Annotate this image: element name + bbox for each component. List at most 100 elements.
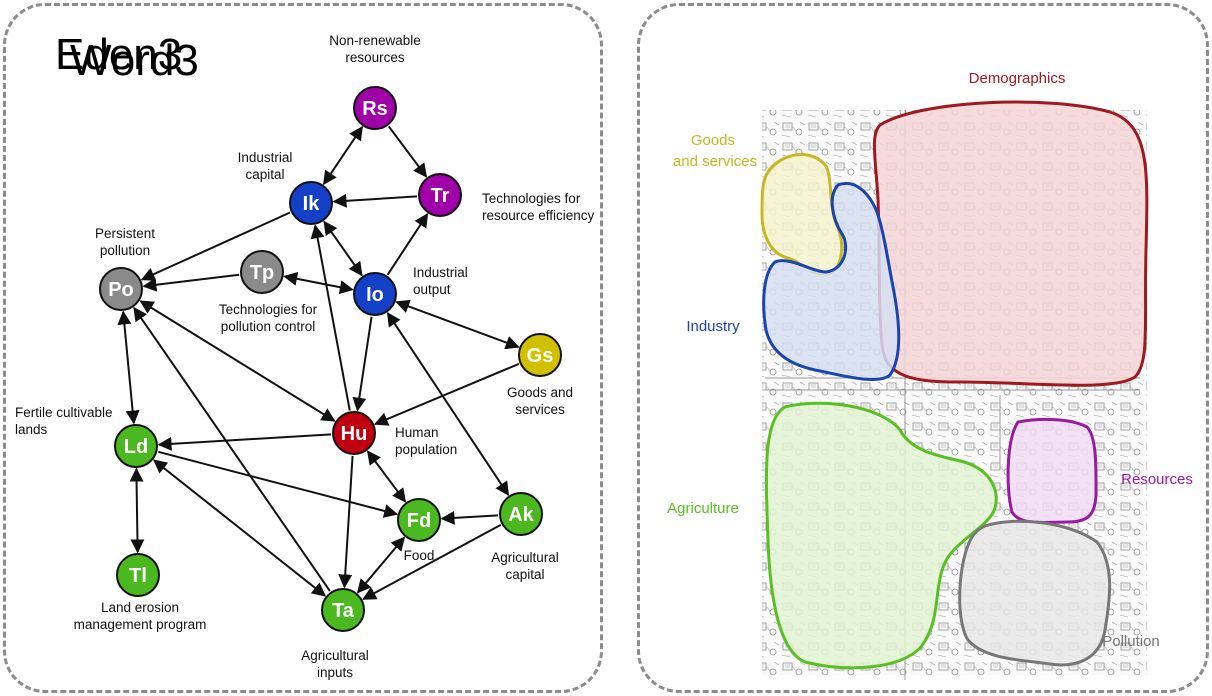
pollution-cluster [958, 519, 1112, 667]
pollution-label: Pollution [1102, 633, 1160, 650]
resources-label: Resources [1121, 471, 1193, 488]
node-tp: Tp [240, 250, 284, 294]
node-rs: Rs [353, 86, 397, 130]
node-circle-gs [518, 333, 562, 377]
edge-ld-ta [152, 459, 327, 597]
node-label-ta: Agricultural inputs [301, 648, 369, 680]
edge-ta-po [133, 306, 331, 592]
node-label-line-io-2: output [413, 282, 451, 297]
node-label-line-tl-1: Land erosion [101, 600, 179, 615]
node-tr: Tr [418, 173, 462, 217]
goods-label-line2: and services [673, 153, 757, 170]
node-code-ik: Ik [303, 193, 321, 215]
node-ta: Ta [321, 588, 365, 632]
node-fd: Fd [397, 498, 441, 542]
edge-hu-po [139, 300, 336, 422]
node-label-line-rs-2: resources [345, 50, 405, 65]
edge-po-ld [117, 310, 140, 425]
edge-hu-ld [157, 433, 332, 451]
node-hu: Hu [332, 411, 376, 455]
edge-tr-ik [332, 193, 418, 208]
node-label-line-tr-1: Technologies for [482, 191, 581, 206]
resources-cluster [1006, 417, 1098, 525]
node-circle-po [99, 267, 143, 311]
node-code-gs: Gs [527, 345, 554, 367]
edge-ld-tl [129, 467, 145, 554]
node-label-line-hu-2: population [395, 442, 457, 457]
node-code-ld: Ld [124, 436, 148, 458]
node-label-ld: Fertile cultivable lands [15, 405, 113, 437]
node-circle-ld [114, 424, 158, 468]
node-label-line-tp-1: Technologies for [219, 302, 318, 317]
node-label-line-tr-2: resource efficiency [482, 208, 595, 223]
industry-cluster [762, 181, 901, 382]
node-code-fd: Fd [407, 510, 431, 532]
node-label-line-rs-1: Non-renewable [329, 33, 421, 48]
node-circle-ta [321, 588, 365, 632]
node-circle-fd [397, 498, 441, 542]
node-label-line-ld-1: Fertile cultivable [15, 405, 113, 420]
node-label-hu: Human population [395, 425, 457, 457]
node-circle-tl [116, 553, 160, 597]
edge-ld-fd [157, 450, 399, 518]
node-label-line-ak-1: Agricultural [491, 550, 559, 565]
node-ld: Ld [114, 424, 158, 468]
node-label-line-fd-1: Food [404, 548, 435, 563]
node-label-fd: Food [404, 548, 435, 563]
edge-io-tr [386, 213, 429, 276]
edge-ik-po [140, 211, 291, 281]
node-code-ak: Ak [508, 504, 534, 526]
edge-tp-po [142, 273, 240, 292]
node-code-tp: Tp [250, 262, 274, 284]
node-label-ik: Industrial capital [238, 150, 293, 182]
edge-gs-hu [373, 362, 520, 426]
node-label-line-gs-1: Goods and [507, 385, 573, 400]
node-label-line-tp-2: pollution control [221, 319, 316, 334]
edge-io-tp [283, 271, 354, 295]
node-label-line-hu-1: Human [395, 425, 439, 440]
node-label-line-ik-2: capital [245, 167, 284, 182]
agriculture-cluster [764, 401, 998, 670]
node-label-ak: Agricultural capital [491, 550, 559, 582]
node-label-rs: Non-renewable resources [329, 33, 421, 65]
node-code-rs: Rs [362, 98, 388, 120]
node-code-io: Io [366, 284, 384, 306]
node-label-line-tl-2: management program [74, 617, 207, 632]
edge-hu-ta [338, 455, 354, 589]
node-gs: Gs [518, 333, 562, 377]
edge-hu-ik [310, 224, 351, 411]
industry-label: Industry [686, 318, 740, 335]
node-circle-tp [240, 250, 284, 294]
goods-label-line1: Goods [691, 132, 735, 149]
node-code-tl: Tl [129, 565, 147, 587]
edge-io-hu [352, 316, 373, 412]
goods-and-services-label: Goods and services [673, 132, 757, 170]
node-label-line-ak-2: capital [505, 567, 544, 582]
node-code-hu: Hu [341, 423, 368, 445]
node-code-tr: Tr [431, 185, 450, 207]
node-circle-hu [332, 411, 376, 455]
word3-title: Word3 [70, 36, 199, 85]
node-label-line-ta-1: Agricultural [301, 648, 369, 663]
node-label-line-ik-1: Industrial [238, 150, 293, 165]
node-label-line-ld-2: lands [15, 422, 48, 437]
node-label-tp: Technologies for pollution control [219, 302, 318, 334]
node-label-gs: Goods and services [507, 385, 573, 417]
node-label-line-ta-2: inputs [317, 665, 353, 680]
node-po: Po [99, 267, 143, 311]
node-io: Io [353, 272, 397, 316]
node-label-tl: Land erosion management program [74, 600, 207, 632]
agriculture-label: Agriculture [667, 500, 739, 517]
node-code-po: Po [108, 279, 134, 301]
edge-ik-io [323, 220, 363, 277]
demographics-cluster [872, 100, 1149, 387]
node-label-line-po-2: pollution [100, 243, 150, 258]
node-label-line-po-1: Persistent [95, 226, 155, 241]
node-circle-io [353, 272, 397, 316]
node-label-line-io-1: Industrial [413, 265, 468, 280]
edge-hu-fd [366, 450, 407, 503]
node-tl: Tl [116, 553, 160, 597]
node-label-line-gs-2: services [515, 402, 565, 417]
edge-ta-fd [356, 536, 406, 594]
demographics-label: Demographics [969, 70, 1066, 87]
